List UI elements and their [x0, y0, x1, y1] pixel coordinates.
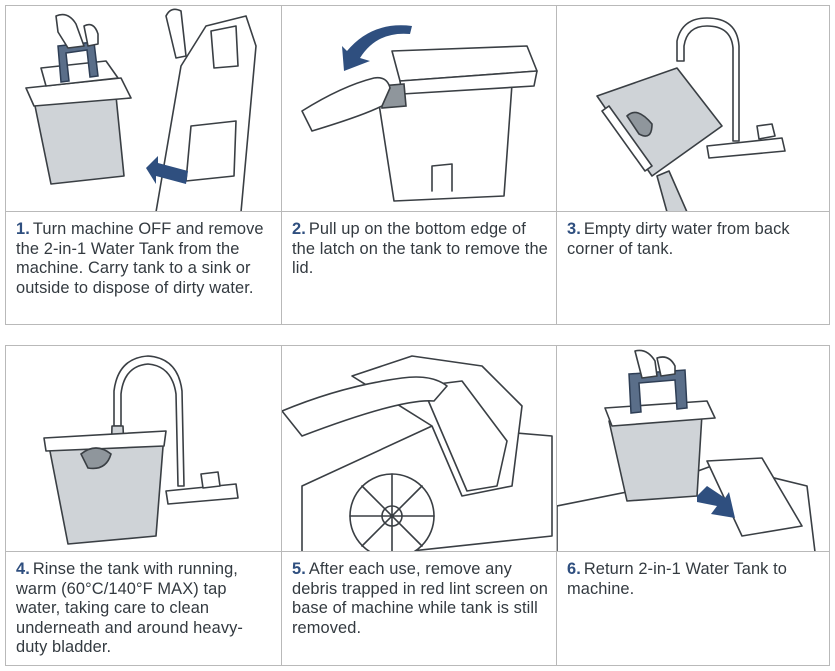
step-1-text: Turn machine OFF and remove the 2-in-1 W… [16, 220, 264, 297]
step-2-instruction: 2.Pull up on the bottom edge of the latc… [292, 220, 548, 279]
step-5-text: After each use, remove any debris trappe… [292, 560, 548, 637]
step-6-text: Return 2-in-1 Water Tank to machine. [567, 560, 787, 598]
empty-tank-illustration [596, 17, 786, 211]
remove-tank-illustration [25, 8, 257, 211]
step-6-number: 6. [567, 560, 581, 578]
steps-row-top: 1.Turn machine OFF and remove the 2-in-1… [5, 5, 830, 325]
step-5-number: 5. [292, 560, 306, 578]
step-5-instruction: 5.After each use, remove any debris trap… [292, 560, 548, 638]
step-2-illustration [281, 6, 556, 212]
step-3-instruction: 3.Empty dirty water from back corner of … [567, 220, 821, 259]
step-4-instruction: 4.Rinse the tank with running, warm (60°… [16, 560, 273, 658]
step-1-illustration [6, 6, 281, 212]
step-6-text-cell: 6.Return 2-in-1 Water Tank to machine. [556, 552, 829, 665]
step-6-instruction: 6.Return 2-in-1 Water Tank to machine. [567, 560, 821, 599]
step-3-text: Empty dirty water from back corner of ta… [567, 220, 790, 258]
steps-row-bottom: 4.Rinse the tank with running, warm (60°… [5, 345, 830, 666]
step-6-illustration [556, 346, 829, 552]
step-1-number: 1. [16, 220, 30, 238]
step-3-text-cell: 3.Empty dirty water from back corner of … [556, 212, 829, 324]
step-2-number: 2. [292, 220, 306, 238]
step-1-text-cell: 1.Turn machine OFF and remove the 2-in-1… [6, 212, 281, 324]
step-1-instruction: 1.Turn machine OFF and remove the 2-in-1… [16, 220, 273, 298]
step-3-illustration [556, 6, 829, 212]
step-2-text-cell: 2.Pull up on the bottom edge of the latc… [281, 212, 556, 324]
step-3-number: 3. [567, 220, 581, 238]
step-4-text-cell: 4.Rinse the tank with running, warm (60°… [6, 552, 281, 665]
step-2-text: Pull up on the bottom edge of the latch … [292, 220, 548, 278]
step-5-illustration [281, 346, 556, 552]
step-5-text-cell: 5.After each use, remove any debris trap… [281, 552, 556, 665]
step-4-text: Rinse the tank with running, warm (60°C/… [16, 560, 243, 657]
lint-screen-illustration [282, 355, 553, 551]
step-4-illustration [6, 346, 281, 552]
return-tank-illustration [557, 349, 816, 551]
step-4-number: 4. [16, 560, 30, 578]
rinse-tank-illustration [43, 355, 239, 545]
lift-lid-illustration [301, 25, 538, 202]
